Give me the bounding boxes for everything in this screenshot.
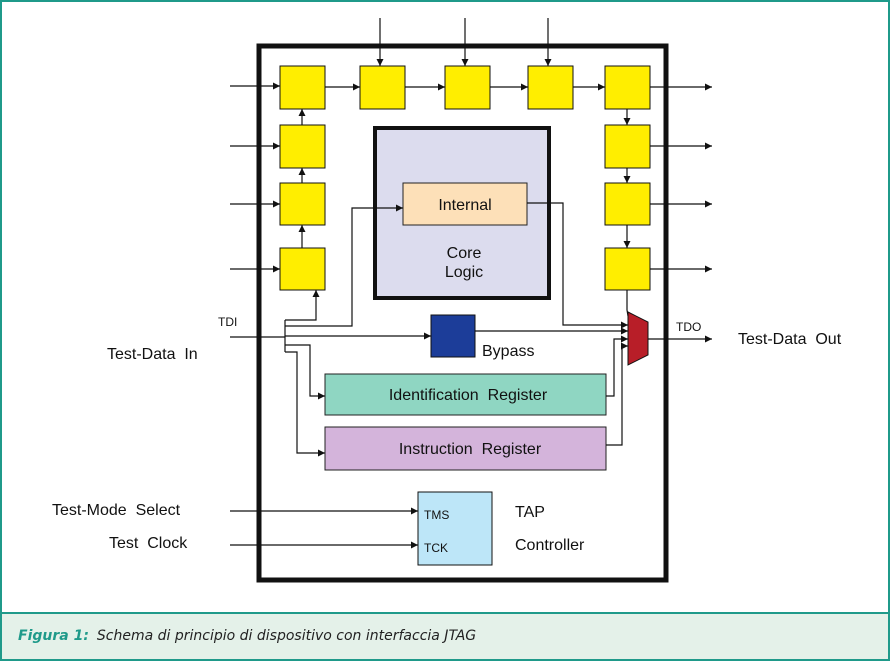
boundary-cell bbox=[444, 65, 491, 110]
boundary-cell bbox=[279, 247, 326, 291]
wiring bbox=[230, 18, 712, 549]
identification-register-label: Identification Register bbox=[389, 387, 548, 404]
boundary-scan-cells bbox=[279, 65, 651, 291]
tap-controller bbox=[417, 491, 493, 566]
bypass-register bbox=[430, 314, 476, 358]
internal-label: Internal bbox=[438, 197, 491, 214]
tdo-multiplexer bbox=[627, 311, 649, 366]
boundary-cell bbox=[279, 182, 326, 226]
internal-register bbox=[402, 182, 528, 226]
test-data-in-label: Test-Data In bbox=[107, 346, 198, 363]
caption-label: Figura 1: bbox=[18, 628, 89, 644]
tap-label: TAP bbox=[515, 504, 545, 521]
boundary-cell bbox=[279, 124, 326, 169]
boundary-cell bbox=[527, 65, 574, 110]
controller-label: Controller bbox=[515, 537, 585, 554]
tdi-label: TDI bbox=[218, 315, 237, 329]
instruction-register-label: Instruction Register bbox=[399, 441, 542, 458]
logic-label: Logic bbox=[445, 264, 483, 281]
test-data-out-label: Test-Data Out bbox=[738, 331, 842, 348]
tms-label: TMS bbox=[424, 508, 449, 522]
boundary-cell bbox=[359, 65, 406, 110]
boundary-cell bbox=[604, 182, 651, 226]
boundary-cell bbox=[604, 124, 651, 169]
bypass-label: Bypass bbox=[482, 343, 534, 360]
core-label: Core bbox=[447, 245, 482, 262]
tck-label: TCK bbox=[424, 541, 448, 555]
test-clock-label: Test Clock bbox=[109, 535, 188, 552]
identification-register bbox=[324, 373, 607, 416]
caption-text: Schema di principio di dispositivo con i… bbox=[96, 628, 477, 644]
figure-caption: Figura 1: Schema di principio di disposit… bbox=[2, 612, 888, 659]
test-mode-select-label: Test-Mode Select bbox=[52, 502, 181, 519]
tdo-label: TDO bbox=[676, 320, 701, 334]
instruction-register bbox=[324, 426, 607, 471]
boundary-cell bbox=[604, 247, 651, 291]
jtag-diagram: Internal Core Logic Bypass Identificatio… bbox=[52, 18, 842, 583]
boundary-cell bbox=[604, 65, 651, 110]
boundary-cell bbox=[279, 65, 326, 110]
